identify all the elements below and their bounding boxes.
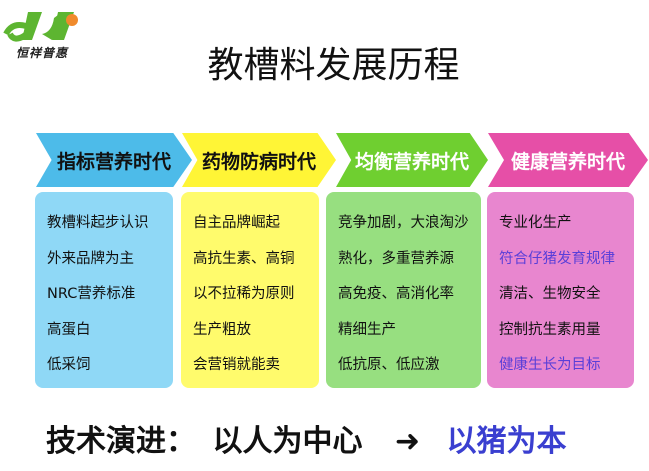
list-item: 低抗原、低应激	[338, 357, 440, 373]
list-item: 清洁、生物安全	[499, 286, 601, 302]
list-item: 低采饲	[47, 357, 91, 373]
list-item: 会营销就能卖	[193, 357, 280, 373]
page-title: 教槽料发展历程	[207, 45, 460, 86]
list-item: 外来品牌为主	[47, 250, 134, 267]
list-item: 以不拉稀为原则	[193, 286, 295, 302]
list-item-highlighted: 符合仔猪发育规律	[499, 250, 615, 267]
stage-box-4: 专业化生产 符合仔猪发育规律 清洁、生物安全 控制抗生素用量 健康生长为目标	[487, 192, 634, 388]
stage-arrow-1: 指标营养时代	[36, 133, 192, 187]
bottom-prefix: 技术演进：	[46, 424, 196, 459]
list-item: 高免疫、高消化率	[338, 286, 454, 302]
list-item: 专业化生产	[499, 215, 572, 231]
stage-arrow-2: 药物防病时代	[182, 133, 336, 187]
stage-arrow-3: 均衡营养时代	[336, 133, 488, 187]
list-item: 生产粗放	[193, 321, 251, 338]
stage-arrow-4: 健康营养时代	[488, 133, 648, 187]
logo-mark-icon	[3, 12, 78, 42]
list-item: 高蛋白	[47, 321, 91, 338]
stage-box-3: 竞争加剧，大浪淘沙 熟化，多重营养源 高免疫、高消化率 精细生产 低抗原、低应激	[326, 192, 481, 388]
stage-box-2: 自主品牌崛起 高抗生素、高铜 以不拉稀为原则 生产粗放 会营销就能卖	[181, 192, 319, 388]
bottom-statement: 技术演进： 以人为中心 ➜ 以猪为本	[46, 416, 573, 460]
list-item-highlighted: 健康生长为目标	[499, 357, 601, 373]
list-item: 自主品牌崛起	[193, 215, 280, 231]
logo: 恒祥普惠	[2, 4, 80, 62]
right-arrow-icon: ➜	[394, 424, 421, 459]
list-item: NRC营养标准	[47, 286, 136, 302]
logo-text: 恒祥普惠	[16, 46, 69, 60]
bottom-from: 以人为中心	[212, 424, 363, 459]
list-item: 高抗生素、高铜	[193, 250, 295, 267]
list-item: 竞争加剧，大浪淘沙	[338, 215, 469, 231]
list-item: 教槽料起步认识	[47, 215, 149, 231]
stage-box-1: 教槽料起步认识 外来品牌为主 NRC营养标准 高蛋白 低采饲	[35, 192, 173, 388]
list-item: 精细生产	[338, 321, 396, 338]
list-item: 熟化，多重营养源	[338, 250, 454, 267]
bottom-to: 以猪为本	[446, 424, 567, 459]
list-item: 控制抗生素用量	[499, 321, 601, 338]
